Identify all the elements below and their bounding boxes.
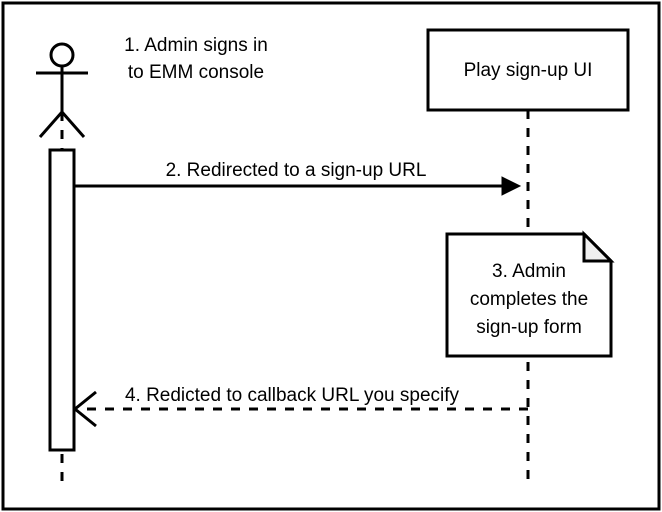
message-arrow-step4[interactable] <box>72 390 528 428</box>
actor-leg-right-icon <box>60 111 86 138</box>
note-step3-line2: completes the <box>470 289 588 310</box>
message-label-step4: 4. Redicted to callback URL you specify <box>125 385 460 406</box>
note-step3-line3: sign-up form <box>476 317 582 338</box>
note-step3-line1: 3. Admin <box>492 261 566 282</box>
actor-head-icon <box>49 42 75 68</box>
actor-admin[interactable] <box>36 42 88 138</box>
annotation-step1-line1: 1. Admin signs in <box>124 35 268 56</box>
actor-activation-bar[interactable] <box>48 148 76 452</box>
note-step3[interactable] <box>445 230 615 358</box>
participant-box-play-signup-ui[interactable] <box>426 28 630 112</box>
arrowhead-open-v-step4 <box>72 390 97 428</box>
note-body-shape <box>445 232 613 358</box>
annotation-step1-line2: to EMM console <box>128 62 264 83</box>
note-folded-corner-icon <box>582 230 615 263</box>
arrowhead-filled-triangle-step2 <box>501 176 522 196</box>
actor-leg-left-icon <box>38 111 64 138</box>
message-label-step2: 2. Redirected to a sign-up URL <box>166 160 427 181</box>
message-arrow-step2[interactable] <box>74 176 522 196</box>
participant-label-play-signup-ui: Play sign-up UI <box>464 60 593 81</box>
